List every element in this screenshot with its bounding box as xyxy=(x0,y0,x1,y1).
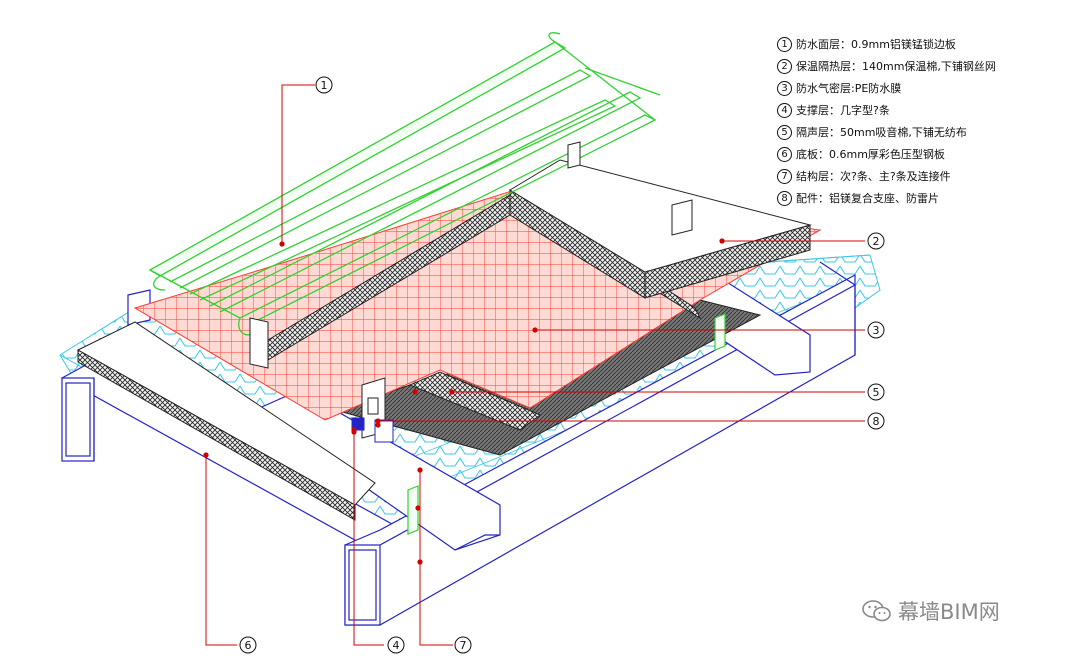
legend-number: 7 xyxy=(777,168,792,184)
callout-circle xyxy=(867,383,885,401)
callout-number: 7 xyxy=(460,639,467,652)
standing-seam-panels xyxy=(148,32,661,336)
leader-line xyxy=(353,430,384,646)
main-beam-left xyxy=(60,359,432,566)
leader-dot xyxy=(415,505,421,511)
leader-dot xyxy=(375,422,381,428)
legend-text: 防水面层：0.9mm铝镁锰锁边板 xyxy=(796,38,956,51)
leader-dot xyxy=(203,452,209,458)
legend-item-6: 6 底板：0.6mm厚彩色压型钢板 xyxy=(777,143,1077,165)
callout-number: 4 xyxy=(393,639,400,652)
leader-dot xyxy=(351,429,357,435)
callout-number: 8 xyxy=(873,415,880,428)
legend-text: 防水气密层:PE防水膜 xyxy=(796,82,902,95)
callout-number: 6 xyxy=(245,639,252,652)
legend-text: 底板：0.6mm厚彩色压型钢板 xyxy=(796,148,945,161)
leader-dot xyxy=(449,389,455,395)
callout-number: 5 xyxy=(873,386,880,399)
leader-dot xyxy=(417,559,423,565)
legend-number: 6 xyxy=(777,146,792,162)
leader-lines xyxy=(205,84,865,646)
leader-line xyxy=(281,84,315,244)
legend-item-3: 3 防水气密层:PE防水膜 xyxy=(777,77,1077,99)
callout-number: 3 xyxy=(873,324,880,337)
legend-number: 3 xyxy=(777,80,792,96)
insulation-layer xyxy=(267,159,812,361)
legend-number: 4 xyxy=(777,102,792,118)
omega-purlins xyxy=(407,313,726,535)
callout-circle xyxy=(867,412,885,430)
leader-line xyxy=(419,470,453,646)
callout-number: 2 xyxy=(873,235,880,248)
legend-text: 隔声层：50mm吸音棉,下铺无纺布 xyxy=(796,126,967,139)
legend-item-1: 1 防水面层：0.9mm铝镁锰锁边板 xyxy=(777,33,1077,55)
legend-number: 5 xyxy=(777,124,792,140)
wechat-icon xyxy=(862,600,891,622)
callout-number: 1 xyxy=(321,79,328,92)
legend-item-2: 2 保温隔热层：140mm保温棉,下铺钢丝网 xyxy=(777,55,1077,77)
legend-item-5: 5 隔声层：50mm吸音棉,下铺无纺布 xyxy=(777,121,1077,143)
liner-board xyxy=(76,321,376,521)
leader-dot xyxy=(719,238,725,244)
legend-text: 配件：铝镁复合支座、防雷片 xyxy=(796,192,939,205)
leader-dot xyxy=(375,418,381,424)
leader-dot xyxy=(532,327,538,333)
leader-dot xyxy=(412,389,418,395)
leader-line xyxy=(205,455,237,646)
callout-labels: 1 2 3 5 8 6 4 7 xyxy=(239,76,885,654)
leader-dot xyxy=(279,241,285,247)
callout-circle xyxy=(867,321,885,339)
watermark: 幕墙BIM网 xyxy=(862,596,1000,626)
legend-item-7: 7 结构层：次?条、主?条及连接件 xyxy=(777,165,1077,187)
legend-number: 2 xyxy=(777,58,792,74)
callout-circle xyxy=(387,636,405,654)
watermark-text: 幕墙BIM网 xyxy=(898,600,1000,624)
leader-dots xyxy=(203,238,725,565)
leader-dot xyxy=(417,467,423,473)
legend-number: 1 xyxy=(777,36,792,52)
callout-circle xyxy=(454,636,472,654)
legend-item-8: 8 配件：铝镁复合支座、防雷片 xyxy=(777,187,1077,209)
legend-text: 支撑层：几字型?条 xyxy=(796,104,890,117)
callout-circle xyxy=(315,76,333,94)
callout-circle xyxy=(239,636,257,654)
legend-item-4: 4 支撑层：几字型?条 xyxy=(777,99,1077,121)
legend-text: 保温隔热层：140mm保温棉,下铺钢丝网 xyxy=(796,60,996,73)
callout-circle xyxy=(867,232,885,250)
legend-text: 结构层：次?条、主?条及连接件 xyxy=(796,170,951,183)
support-bracket-top xyxy=(567,141,693,236)
legend-number: 8 xyxy=(777,190,792,206)
